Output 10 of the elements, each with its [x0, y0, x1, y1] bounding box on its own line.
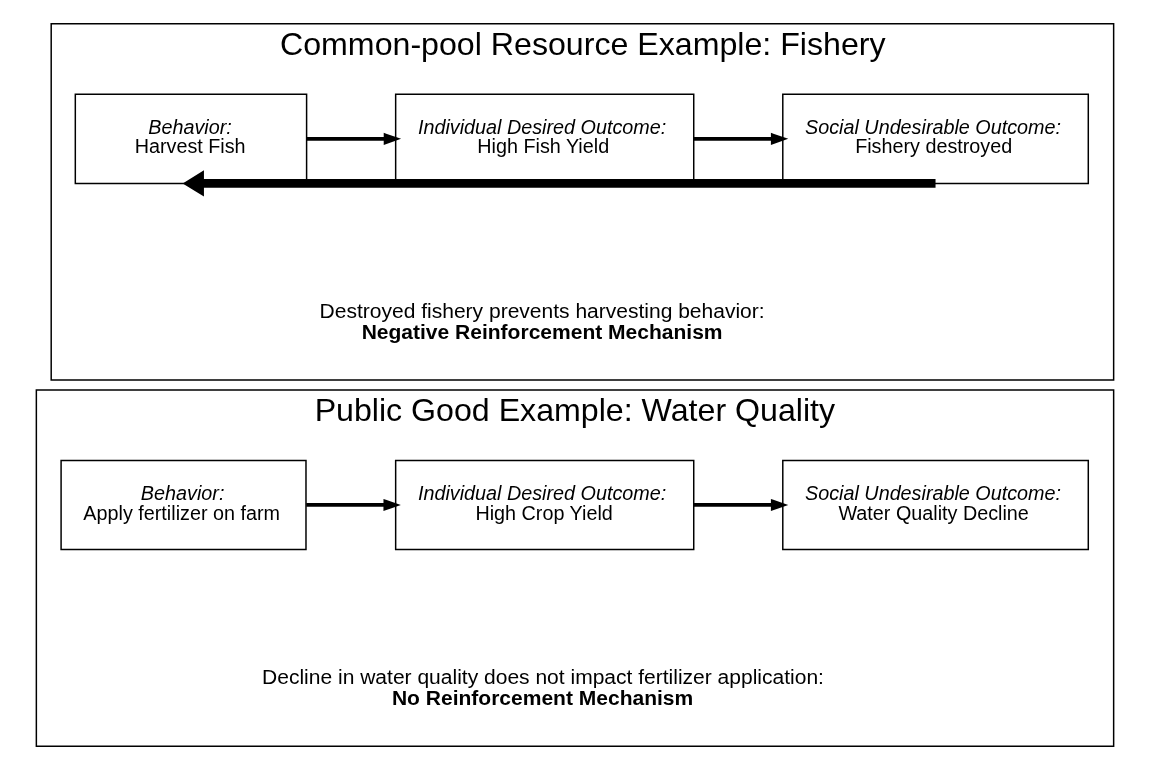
node-box: Behavior: Apply fertilizer on farm — [60, 459, 307, 550]
arrow — [182, 169, 936, 196]
arrow — [306, 498, 401, 511]
arrow — [693, 498, 789, 511]
arrow — [306, 132, 402, 145]
node-box: Behavior: Harvest Fish — [74, 93, 308, 184]
node-box: Social Undesirable Outcome: Water Quality Decline — [782, 459, 1090, 550]
arrow — [693, 132, 789, 145]
node-box: Social Undesirable Outcome: Fishery destroyed — [782, 93, 1090, 184]
node-box: Individual Desired Outcome: High Crop Yield — [394, 459, 695, 550]
